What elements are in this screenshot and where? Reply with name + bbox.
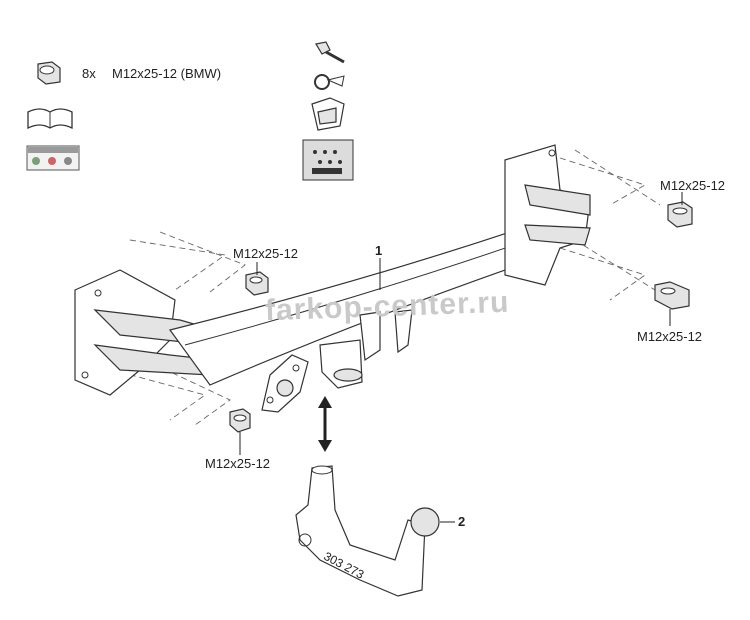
part-number-crossbar: 1 xyxy=(375,243,383,258)
ball-neck-receiver xyxy=(319,309,413,389)
nut-right-lower xyxy=(654,281,690,310)
warning-label-icon xyxy=(26,145,80,171)
leader-lines xyxy=(239,192,683,523)
callout-nut-right-upper: M12x25-12 xyxy=(660,178,726,193)
callout-nut-left-upper: M12x25-12 xyxy=(233,246,299,261)
bolt-icon xyxy=(315,41,345,64)
nut-spec: M12x25-12 (BMW) xyxy=(112,66,222,81)
nut-left-lower xyxy=(229,408,251,433)
socket-plate xyxy=(261,354,309,413)
right-mounting-bracket xyxy=(504,144,591,286)
callout-nut-left-lower: M12x25-12 xyxy=(205,456,271,471)
ball-neck xyxy=(295,465,440,597)
nut-left-upper xyxy=(245,271,269,296)
nut-quantity: 8x xyxy=(82,66,96,81)
nut-right-upper xyxy=(667,201,693,228)
part-number-ball-neck: 2 xyxy=(458,514,466,529)
socket-bracket-icon xyxy=(311,97,345,131)
callout-nut-right-lower: M12x25-12 xyxy=(637,329,703,344)
insert-direction-arrow xyxy=(318,396,332,452)
key-ring-icon xyxy=(314,74,345,90)
nut-icon xyxy=(37,61,61,85)
manual-book-icon xyxy=(27,108,73,130)
electrical-socket-icon xyxy=(302,139,354,181)
